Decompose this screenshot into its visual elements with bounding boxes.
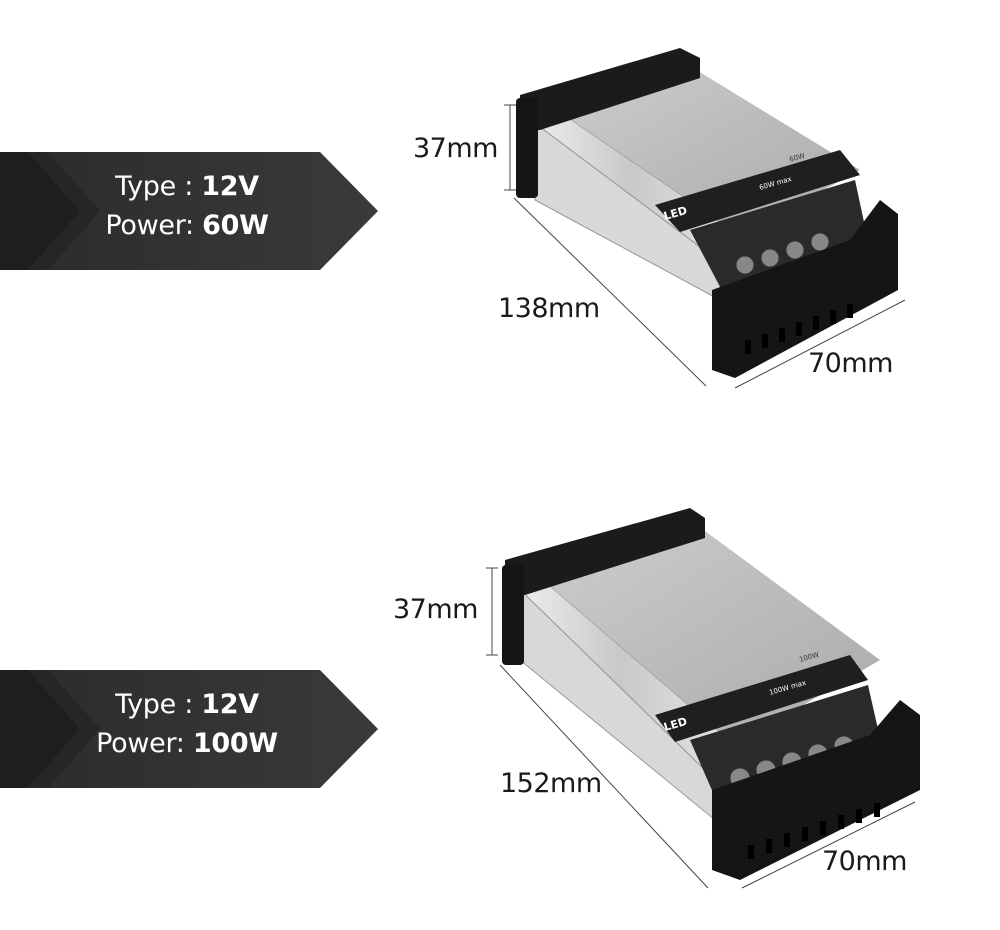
height-dimension-100w: 37mm	[393, 594, 478, 625]
spec-text: Type : 12V Power: 100W	[62, 685, 312, 763]
type-label: Type :	[115, 689, 202, 720]
power-value: 60W	[202, 210, 269, 241]
width-dimension-60w: 70mm	[808, 348, 893, 379]
power-label: Power:	[105, 210, 203, 241]
type-line: Type : 12V	[62, 685, 312, 724]
type-label: Type :	[115, 171, 202, 202]
arrow-banner-shape	[0, 670, 378, 788]
terminal-screws	[735, 232, 830, 275]
brand-label: LED	[662, 715, 688, 734]
type-value: 12V	[201, 689, 259, 720]
corner-rating-label: 60W	[788, 152, 805, 164]
corner-rating-label: 100W	[798, 651, 820, 664]
height-dimension-60w: 37mm	[413, 133, 498, 164]
length-dimension-60w: 138mm	[498, 293, 600, 324]
arrow-banner-shape	[0, 152, 378, 270]
rating-label: 60W max	[758, 175, 792, 192]
length-dimension-100w: 152mm	[500, 768, 602, 799]
rating-label: 100W max	[768, 679, 807, 697]
power-label: Power:	[96, 728, 193, 759]
width-dimension-100w: 70mm	[822, 846, 907, 877]
dimension-lines	[486, 567, 916, 889]
dimension-lines	[504, 104, 906, 389]
type-value: 12V	[201, 171, 259, 202]
spec-text: Type : 12V Power: 60W	[62, 167, 312, 245]
brand-label: LED	[662, 204, 688, 223]
power-line: Power: 100W	[62, 724, 312, 763]
spec-banner-100w: Type : 12V Power: 100W	[0, 670, 385, 788]
spec-banner-60w: Type : 12V Power: 60W	[0, 152, 385, 270]
power-value: 100W	[192, 728, 278, 759]
type-line: Type : 12V	[62, 167, 312, 206]
terminal-screws	[729, 735, 855, 789]
power-line: Power: 60W	[62, 206, 312, 245]
